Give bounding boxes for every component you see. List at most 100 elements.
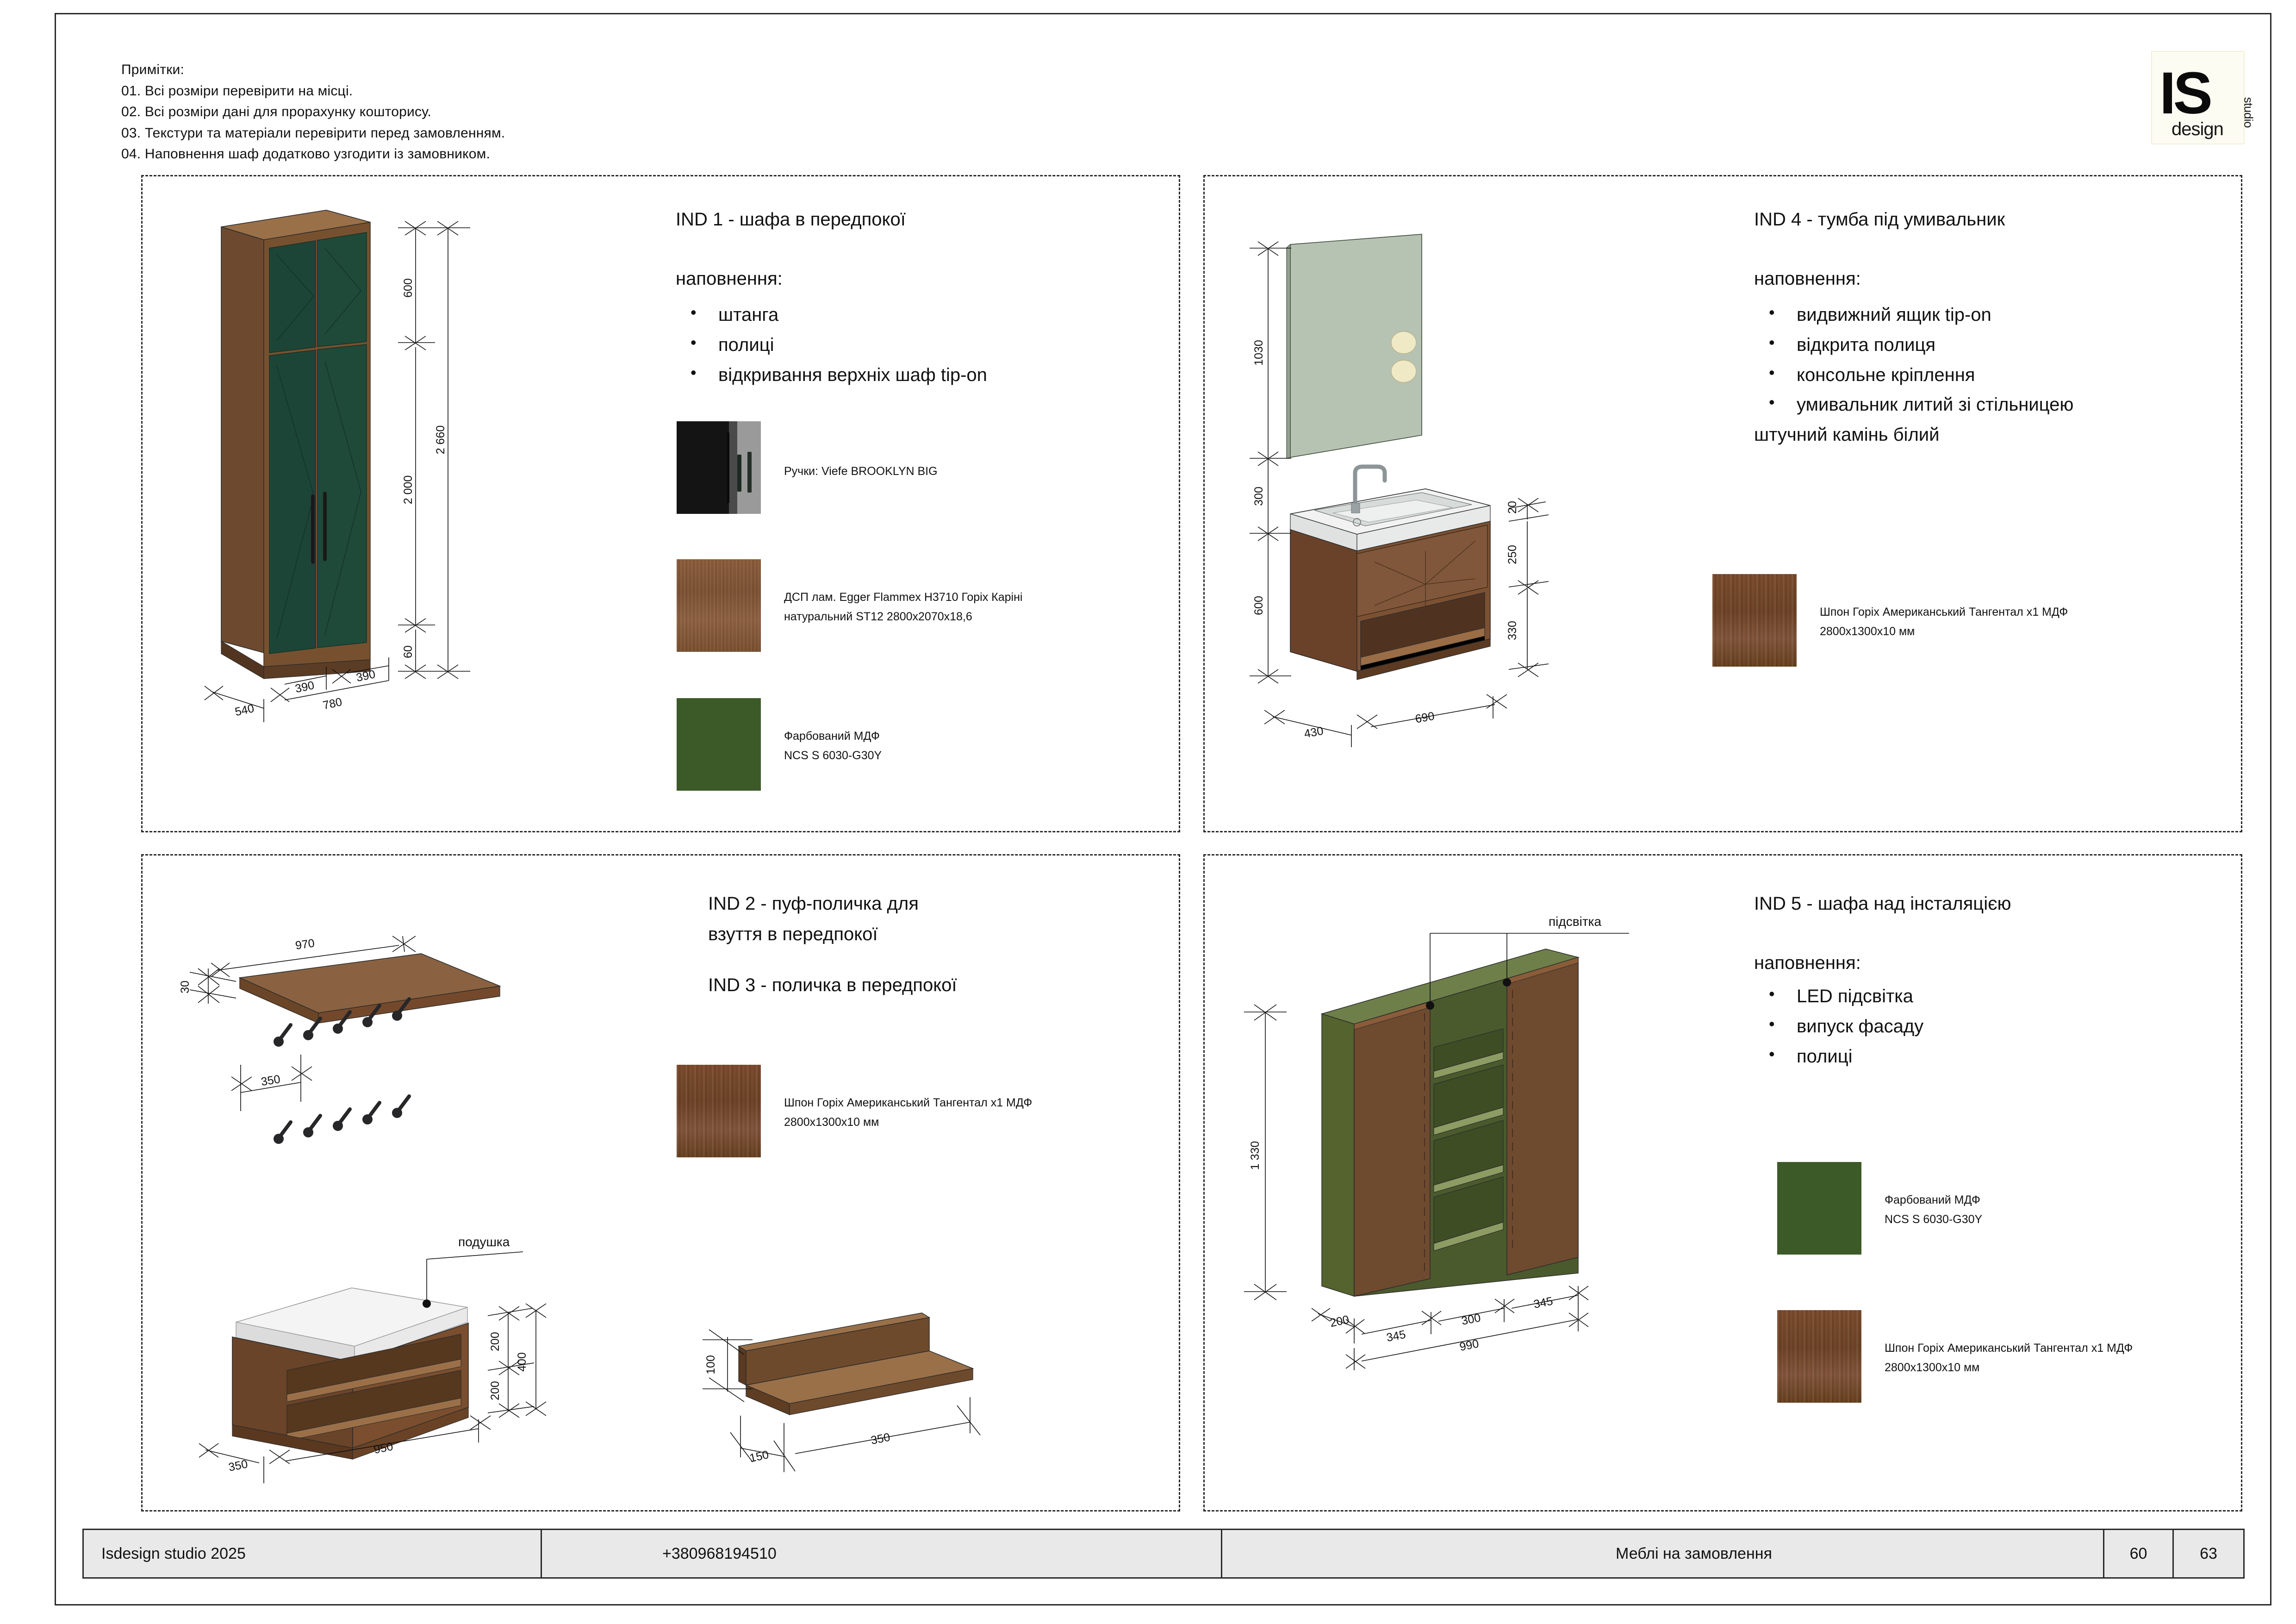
logo-word: design bbox=[2172, 119, 2224, 139]
ind4-swatch-veneer: Шпон Горіх Американський Тангентал х1 МД… bbox=[1712, 574, 2212, 667]
ind4-dim-330: 330 bbox=[1506, 621, 1519, 640]
ind1-swatch-chipboard-caption-2: натуральний ST12 2800x2070x18,6 bbox=[784, 610, 972, 623]
ind3b-dim-100: 100 bbox=[704, 1355, 717, 1374]
ind4-fill-list: видвижний ящик tip-on відкрита полиця ко… bbox=[1754, 299, 2073, 450]
ind1-dim-600: 600 bbox=[402, 278, 415, 298]
ind2-bench-drawing: подушка 200 200 400 bbox=[199, 1235, 547, 1483]
ind5-swatch-painted-mdf: Фарбований МДФ NCS S 6030-G30Y bbox=[1777, 1162, 2240, 1255]
note-line-3: 03. Текстури та матеріали перевірити пер… bbox=[121, 125, 505, 141]
ind4-dim-20: 20 bbox=[1506, 501, 1519, 514]
ind4-item-2: відкрита полиця bbox=[1754, 329, 2073, 360]
ind1-dim-540: 540 bbox=[234, 702, 255, 718]
ind5-swatch-veneer: Шпон Горіх Американський Тангентал х1 МД… bbox=[1777, 1310, 2277, 1403]
ind3b-dim-150: 150 bbox=[748, 1448, 770, 1465]
ind5-light-label: підсвітка bbox=[1549, 914, 1602, 929]
ind5-item-3: полиці bbox=[1754, 1041, 1923, 1072]
hook-row-upper bbox=[274, 997, 411, 1047]
ind4-dim-250: 250 bbox=[1506, 545, 1519, 564]
ind1-swatch-chipboard-caption-1: ДСП лам. Egger Flammex H3710 Горіх Карін… bbox=[784, 591, 1023, 604]
ind2-cushion-label: подушка bbox=[458, 1235, 510, 1249]
ind1-dim-780: 780 bbox=[322, 695, 343, 712]
ind3-wall-shelf-drawing: 100 150 350 bbox=[703, 1312, 981, 1472]
ind5-swatch-veneer-caption-1: Шпон Горіх Американський Тангентал х1 МД… bbox=[1885, 1342, 2133, 1355]
ind4-fill-heading: наповнення: bbox=[1754, 269, 1861, 289]
ind4-item-3: консольне кріплення bbox=[1754, 359, 2073, 390]
ind1-dim-2000: 2 000 bbox=[402, 475, 415, 505]
ind5-dim-1330: 1 330 bbox=[1249, 1141, 1262, 1170]
ind5-dim-200: 200 bbox=[1329, 1313, 1350, 1330]
ind5-dim-990: 990 bbox=[1458, 1337, 1480, 1353]
ind1-wardrobe-drawing: 600 2 000 60 2 660 540 390 390 780 bbox=[204, 210, 470, 722]
sheet-border bbox=[55, 13, 2271, 1605]
logo-mark: IS bbox=[2159, 60, 2213, 126]
ind4-swatch-caption-2: 2800x1300x10 мм bbox=[1820, 625, 1915, 638]
chipboard-chip bbox=[677, 559, 761, 652]
ind1-dim-2660: 2 660 bbox=[434, 425, 447, 455]
ind5-dim-345-a: 345 bbox=[1385, 1328, 1406, 1344]
ind4-vanity-drawing: 1030 300 600 20 250 330 4 bbox=[1250, 234, 1549, 747]
veneer-chip bbox=[1712, 574, 1797, 667]
ind2-title-line2: взуття в передпокої bbox=[708, 924, 878, 944]
note-line-4: 04. Наповнення шаф додатково узгодити із… bbox=[121, 146, 490, 162]
panel-ind4 bbox=[1203, 175, 2242, 832]
ind4-dim-1030: 1030 bbox=[1252, 340, 1265, 366]
panel-ind1 bbox=[141, 175, 1180, 832]
ind1-item-2: полиці bbox=[676, 329, 987, 360]
footer-subject: Меблі на замовлення bbox=[1222, 1530, 2104, 1577]
ind4-dim-430: 430 bbox=[1303, 725, 1325, 741]
ind1-swatch-painted-mdf: Фарбований МДФ NCS S 6030-G30Y bbox=[677, 698, 1139, 791]
painted-mdf-chip bbox=[677, 698, 761, 791]
ind1-title: IND 1 - шафа в передпокої bbox=[676, 209, 906, 230]
ind3-dim-350: 350 bbox=[260, 1073, 281, 1088]
title-block-footer: Isdesign studio 2025 +380968194510 Меблі… bbox=[82, 1529, 2245, 1579]
bottle2-icon bbox=[747, 452, 752, 493]
ind5-swatch-veneer-caption-2: 2800x1300x10 мм bbox=[1885, 1361, 1980, 1374]
painted-mdf-chip bbox=[1777, 1162, 1861, 1255]
footer-studio: Isdesign studio 2025 bbox=[84, 1530, 542, 1577]
ind2-dim-200-a: 200 bbox=[489, 1332, 502, 1351]
notes-block: Примітки: 01. Всі розміри перевірити на … bbox=[121, 59, 769, 165]
ind1-fill-list: штанга полиці відкривання верхніх шаф ti… bbox=[676, 299, 987, 390]
ind1-swatch-mdf-caption-2: NCS S 6030-G30Y bbox=[784, 749, 882, 762]
ind5-fill-list: LED підсвітка випуск фасаду полиці bbox=[1754, 981, 1923, 1071]
ind1-fill-heading: наповнення: bbox=[676, 269, 783, 289]
ind1-dim-390a: 390 bbox=[294, 679, 316, 695]
panel-ind2-ind3 bbox=[141, 854, 1180, 1512]
footer-phone: +380968194510 bbox=[542, 1530, 1222, 1577]
ind1-swatch-chipboard: ДСП лам. Egger Flammex H3710 Горіх Карін… bbox=[677, 559, 1139, 652]
veneer-chip bbox=[1777, 1310, 1861, 1403]
ind23-swatch-caption-2: 2800x1300x10 мм bbox=[784, 1116, 879, 1129]
panel-ind5 bbox=[1203, 854, 2242, 1512]
ind2-dim-350: 350 bbox=[227, 1457, 249, 1474]
ind3-dim-30: 30 bbox=[179, 981, 192, 993]
ind4-dim-600: 600 bbox=[1252, 596, 1265, 615]
note-line-1: 01. Всі розміри перевірити на місці. bbox=[121, 83, 353, 99]
ind1-swatch-handle-caption: Ручки: Viefe BROOKLYN BIG bbox=[784, 465, 938, 478]
ind5-dim-300: 300 bbox=[1460, 1311, 1481, 1327]
ind2-dim-200-b: 200 bbox=[489, 1381, 502, 1400]
ind1-swatch-handle: Ручки: Viefe BROOKLYN BIG bbox=[677, 421, 1093, 514]
ind5-item-2: випуск фасаду bbox=[1754, 1011, 1923, 1042]
ind5-swatch-mdf-caption-2: NCS S 6030-G30Y bbox=[1885, 1213, 1983, 1226]
note-line-2: 02. Всі розміри дані для прорахунку кошт… bbox=[121, 104, 431, 120]
footer-sheet-number: 60 bbox=[2104, 1530, 2174, 1577]
ind5-item-1: LED підсвітка bbox=[1754, 981, 1923, 1012]
notes-title: Примітки: bbox=[121, 62, 185, 77]
footer-total-sheets: 63 bbox=[2200, 1544, 2217, 1562]
ind4-item-4-tail: штучний камінь білий bbox=[1754, 425, 1940, 445]
ind4-swatch-caption-1: Шпон Горіх Американський Тангентал х1 МД… bbox=[1820, 606, 2068, 618]
hook-row-lower bbox=[274, 1094, 411, 1144]
ind3b-dim-350: 350 bbox=[870, 1430, 891, 1447]
ind1-item-1: штанга bbox=[676, 299, 987, 330]
veneer-chip bbox=[677, 1065, 761, 1157]
ind2-dim-400: 400 bbox=[516, 1352, 529, 1372]
ind4-dim-300: 300 bbox=[1252, 487, 1265, 506]
ind5-cabinet-drawing: підсвітка 1 330 bbox=[1244, 914, 1629, 1370]
ind2-title-line1: IND 2 - пуф-поличка для bbox=[708, 893, 919, 914]
handle-bar-icon bbox=[727, 432, 730, 503]
ind3-shelf-hooks-drawing: 970 30 350 bbox=[179, 936, 501, 1144]
ind1-item-3: відкривання верхніх шаф tip-on bbox=[676, 359, 987, 390]
ind4-item-1: видвижний ящик tip-on bbox=[1754, 299, 2073, 330]
ind5-dim-345-b: 345 bbox=[1532, 1294, 1554, 1311]
